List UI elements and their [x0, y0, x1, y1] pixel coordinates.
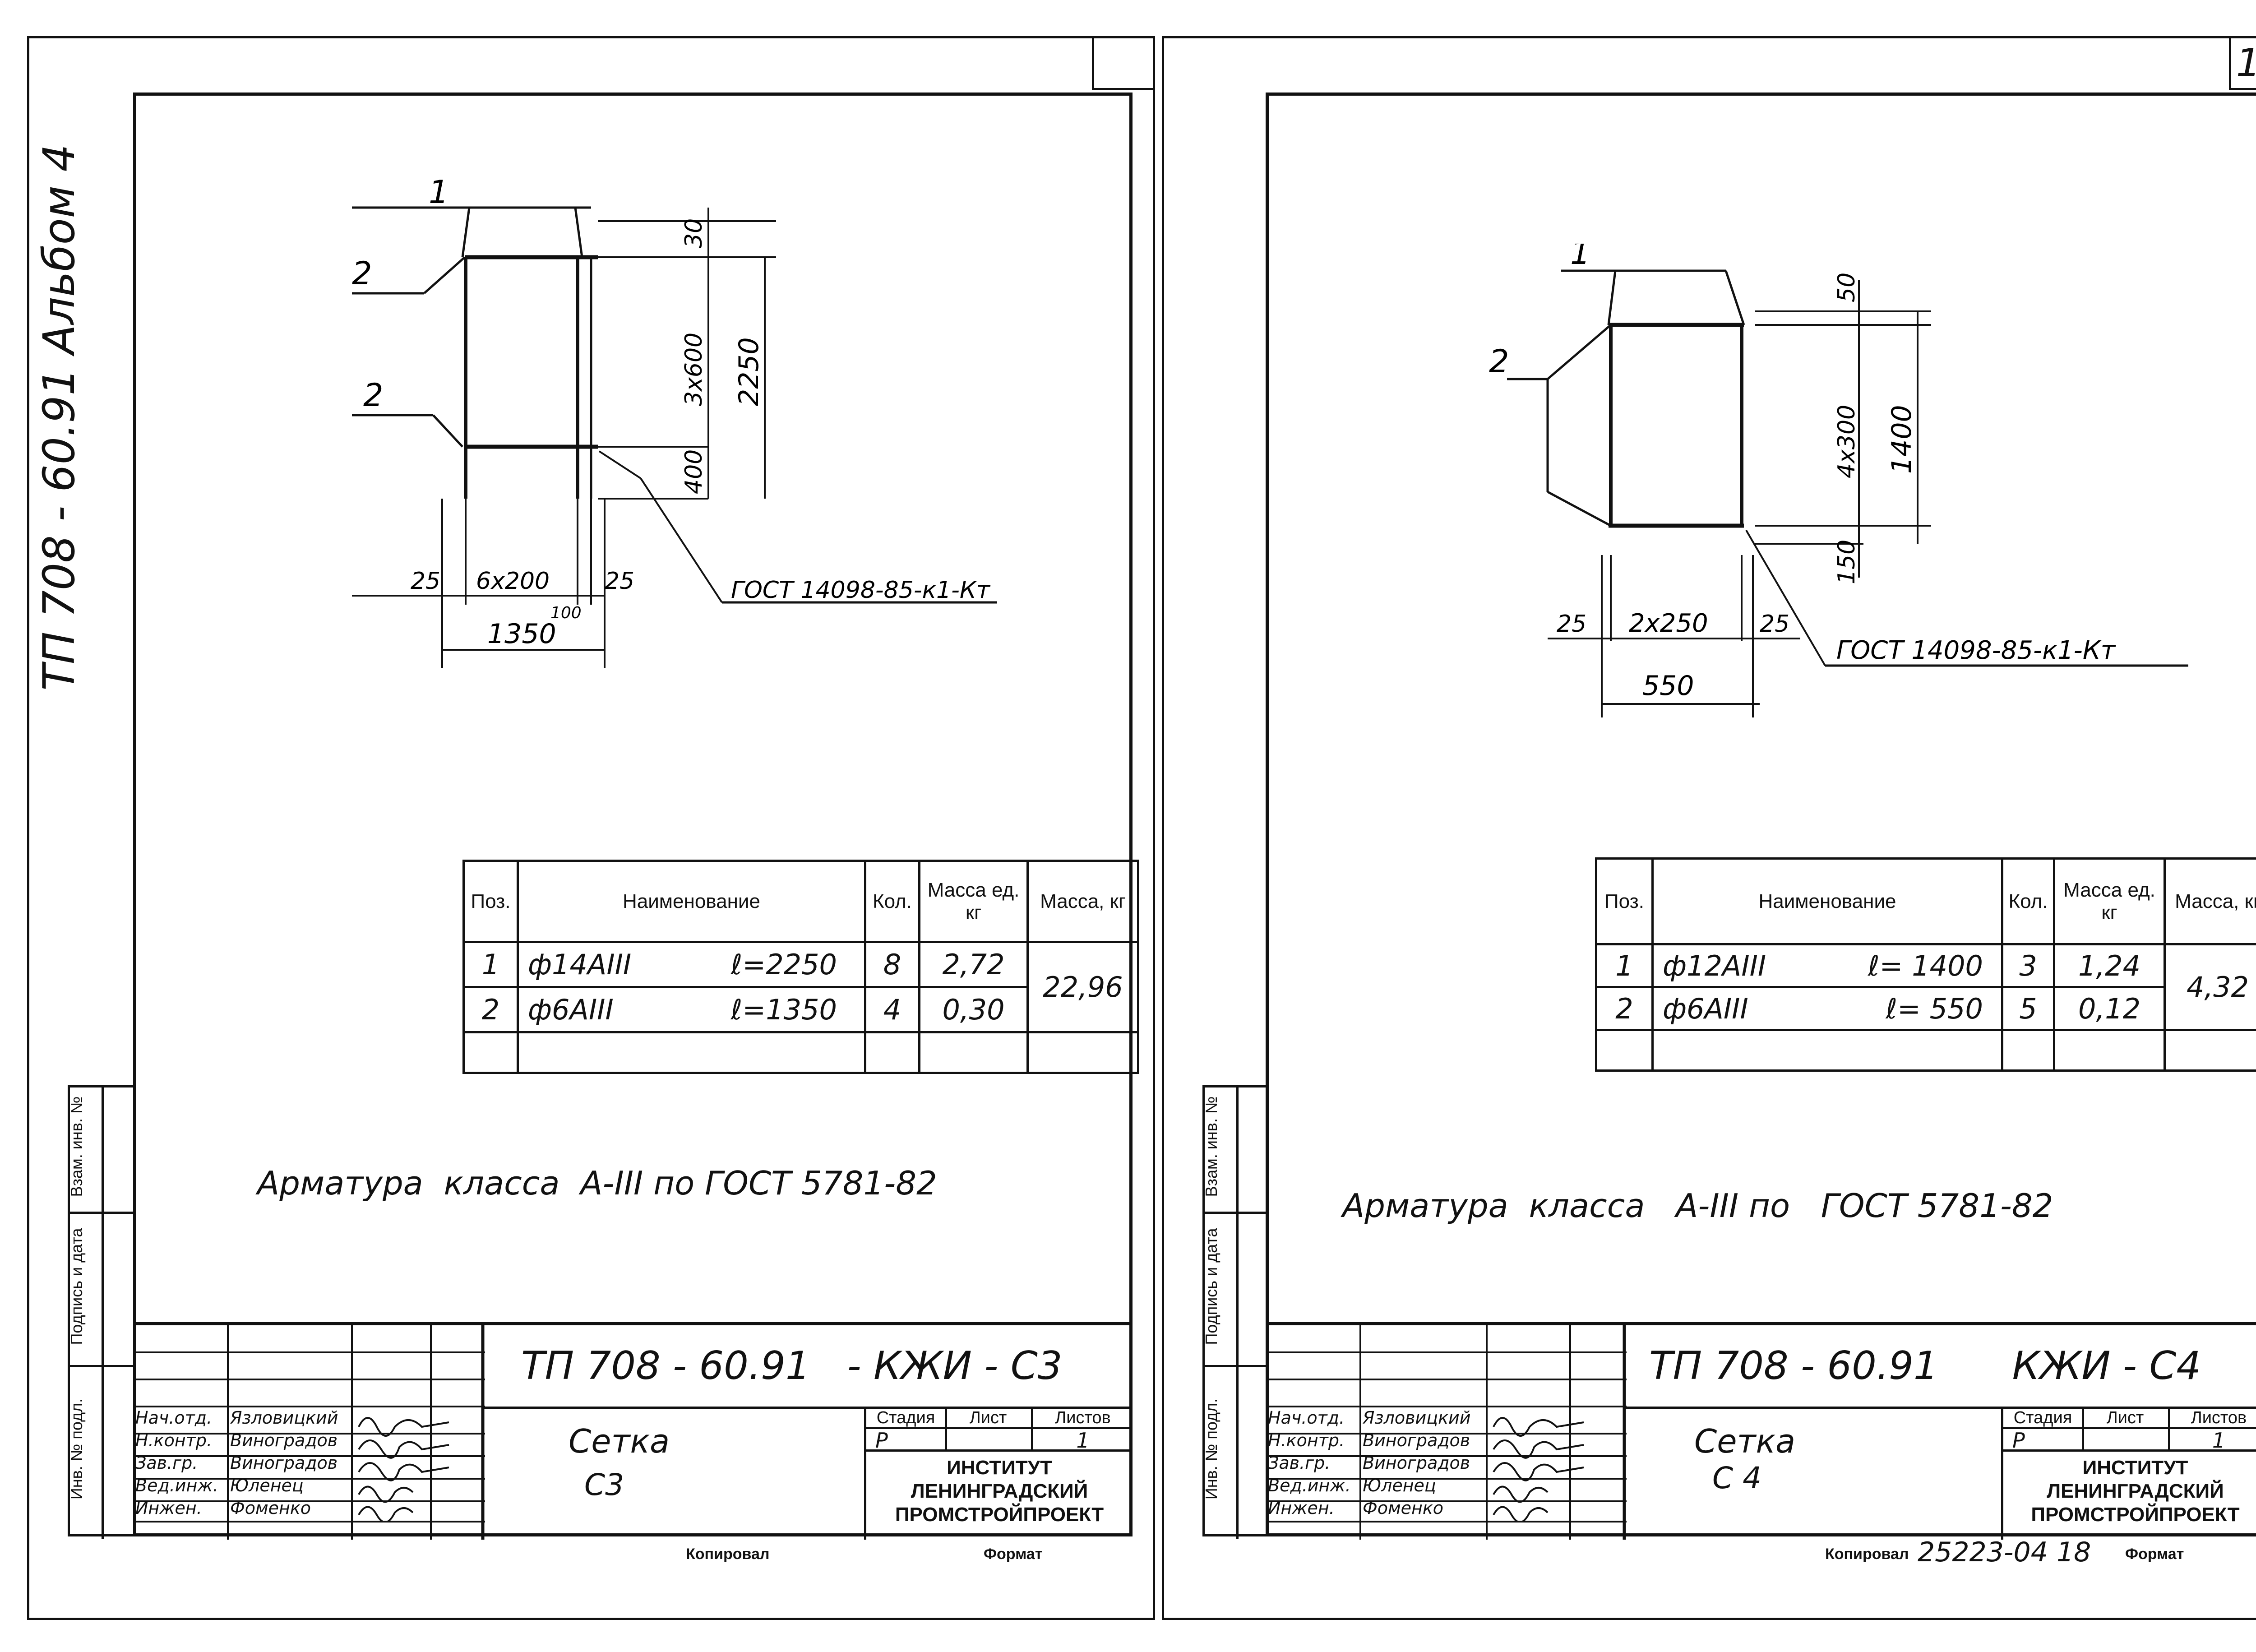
doc-code: ТП 708 - 60.91 КЖИ - С4: [1649, 1343, 2201, 1388]
doc-code: ТП 708 - 60.91 - КЖИ - С3: [521, 1343, 1063, 1388]
right-side-stamp: [1202, 1085, 1268, 1539]
org-name: ИНСТИТУТ ЛЕНИНГРАДСКИЙ ПРОМСТРОЙПРОЕКТ: [2031, 1457, 2240, 1526]
album-stamp: ТП 708 - 60.91 Альбом 4: [34, 144, 84, 691]
dim-1350: 1350: [487, 618, 556, 650]
col-pos: Поз.: [1595, 857, 1654, 945]
col-name: Наименование: [1651, 857, 2003, 945]
footer-copied: Копировал: [1825, 1546, 1909, 1563]
dim-right-25: 25: [1760, 611, 1789, 638]
callout-pos-1: 1: [1570, 244, 1590, 272]
footer-order: 25223-04 18: [1918, 1536, 2091, 1568]
left-side-stamp: [68, 1085, 135, 1539]
rebar-note: Арматура класса А-III по ГОСТ 5781-82: [257, 1164, 937, 1202]
right-inner-frame: [1266, 93, 2256, 1536]
dim-right-25: 25: [605, 568, 634, 595]
col-mass-total: Масса, кг: [1026, 860, 1139, 943]
dim-3x600: 3x600: [680, 333, 707, 406]
item-name-line2: С3: [584, 1467, 624, 1502]
mass-total: 4,32: [2164, 943, 2256, 1031]
dim-100: 100: [550, 604, 582, 622]
right-title-block: Нач.отд. Н.контр. Зав.гр. Вед.инж. Инжен…: [1266, 1322, 2256, 1540]
col-mass-unit: Масса ед. кг: [918, 860, 1029, 943]
signatures: [358, 1417, 449, 1522]
left-title-block: Нач.отд. Н.контр. Зав.гр. Вед.инж. Инжен…: [133, 1322, 1133, 1540]
role-list: Нач.отд. Н.контр. Зав.гр. Вед.инж. Инжен…: [1268, 1408, 1351, 1518]
org-name: ИНСТИТУТ ЛЕНИНГРАДСКИЙ ПРОМСТРОЙПРОЕКТ: [895, 1457, 1104, 1526]
footer-copied: Копировал: [686, 1546, 770, 1563]
sheet-header: Лист: [969, 1408, 1007, 1427]
left-mesh-drawing: 1 2 2 30 3x600 2250 400 25 6x200 25 100 …: [352, 174, 997, 668]
callout-pos-2-top: 2: [352, 255, 372, 292]
sheet-header: Лист: [2106, 1408, 2144, 1427]
dim-150: 150: [1833, 540, 1860, 584]
item-name-line2: С 4: [1712, 1461, 1762, 1495]
dim-550: 550: [1642, 670, 1694, 702]
callout-pos-2-mid: 2: [363, 377, 384, 414]
dim-400: 400: [680, 449, 707, 494]
stage-header: Стадия: [876, 1408, 935, 1427]
footer-format: Формат: [984, 1546, 1043, 1563]
left-inner-frame: [133, 93, 1133, 1536]
dim-6x200: 6x200: [476, 568, 550, 595]
table-row: [462, 1031, 1139, 1074]
dim-1400: 1400: [1886, 405, 1918, 474]
stage-value: Р: [2012, 1428, 2025, 1453]
callout-pos-1: 1: [429, 174, 449, 211]
stage-header: Стадия: [2013, 1408, 2072, 1427]
dim-30: 30: [680, 218, 707, 248]
stage-value: Р: [875, 1428, 888, 1453]
right-spec-table: Поз. Наименование Кол. Масса ед. кг Масс…: [1595, 857, 2256, 1072]
col-name: Наименование: [517, 860, 866, 943]
left-spec-table: Поз. Наименование Кол. Масса ед. кг Масс…: [462, 860, 1139, 1074]
dim-left-25: 25: [411, 568, 440, 595]
footer-format: Формат: [2125, 1546, 2184, 1563]
col-qty: Кол.: [864, 860, 920, 943]
corner-box: [2229, 36, 2256, 90]
sheet-number: 17: [2236, 41, 2256, 86]
signatures: [1493, 1417, 1584, 1522]
col-pos: Поз.: [462, 860, 519, 943]
rebar-note: Арматура класса А-III по ГОСТ 5781-82: [1342, 1187, 2053, 1225]
sheets-header: Листов: [2191, 1408, 2247, 1427]
item-name-line1: Сетка: [1694, 1422, 1796, 1460]
col-mass-total: Масса, кг: [2164, 857, 2256, 945]
role-list: Нач.отд. Н.контр. Зав.гр. Вед.инж. Инжен…: [135, 1408, 218, 1518]
dim-4x300: 4x300: [1833, 405, 1860, 478]
side-vzam: Взам. инв. №: [1202, 1096, 1220, 1197]
dim-2250: 2250: [733, 337, 765, 406]
gost-label: ГОСТ 14098-85-к1-Кт: [1836, 636, 2116, 665]
callout-pos-2: 2: [1489, 343, 1509, 380]
corner-box: [1092, 36, 1155, 90]
side-inv: Инв. № подл.: [1202, 1398, 1220, 1500]
dim-50: 50: [1833, 273, 1860, 302]
item-name-line1: Сетка: [569, 1422, 670, 1460]
people-list: Язловицкий Виноградов Виноградов Юленец …: [1363, 1408, 1471, 1518]
right-mesh-drawing: 1 2 50 4x300 1400 150 25 2x250 25 550 ГО…: [1489, 244, 2188, 717]
mass-total: 22,96: [1026, 941, 1139, 1033]
dim-2x250: 2x250: [1629, 609, 1708, 638]
side-vzam: Взам. инв. №: [67, 1096, 86, 1197]
sheets-value: 1: [1076, 1428, 1090, 1453]
sheets-value: 1: [2212, 1428, 2226, 1453]
side-podpis: Подпись и дата: [1202, 1228, 1220, 1345]
side-inv: Инв. № подл.: [67, 1398, 86, 1500]
dim-left-25: 25: [1557, 611, 1586, 638]
col-qty: Кол.: [2001, 857, 2055, 945]
gost-label: ГОСТ 14098-85-к1-Кт: [731, 577, 991, 604]
table-row: [1595, 1029, 2256, 1072]
sheets-header: Листов: [1055, 1408, 1111, 1427]
col-mass-unit: Масса ед. кг: [2053, 857, 2166, 945]
side-podpis: Подпись и дата: [67, 1228, 86, 1345]
people-list: Язловицкий Виноградов Виноградов Юленец …: [230, 1408, 338, 1518]
right-sheet: 17: [1162, 36, 2256, 1620]
